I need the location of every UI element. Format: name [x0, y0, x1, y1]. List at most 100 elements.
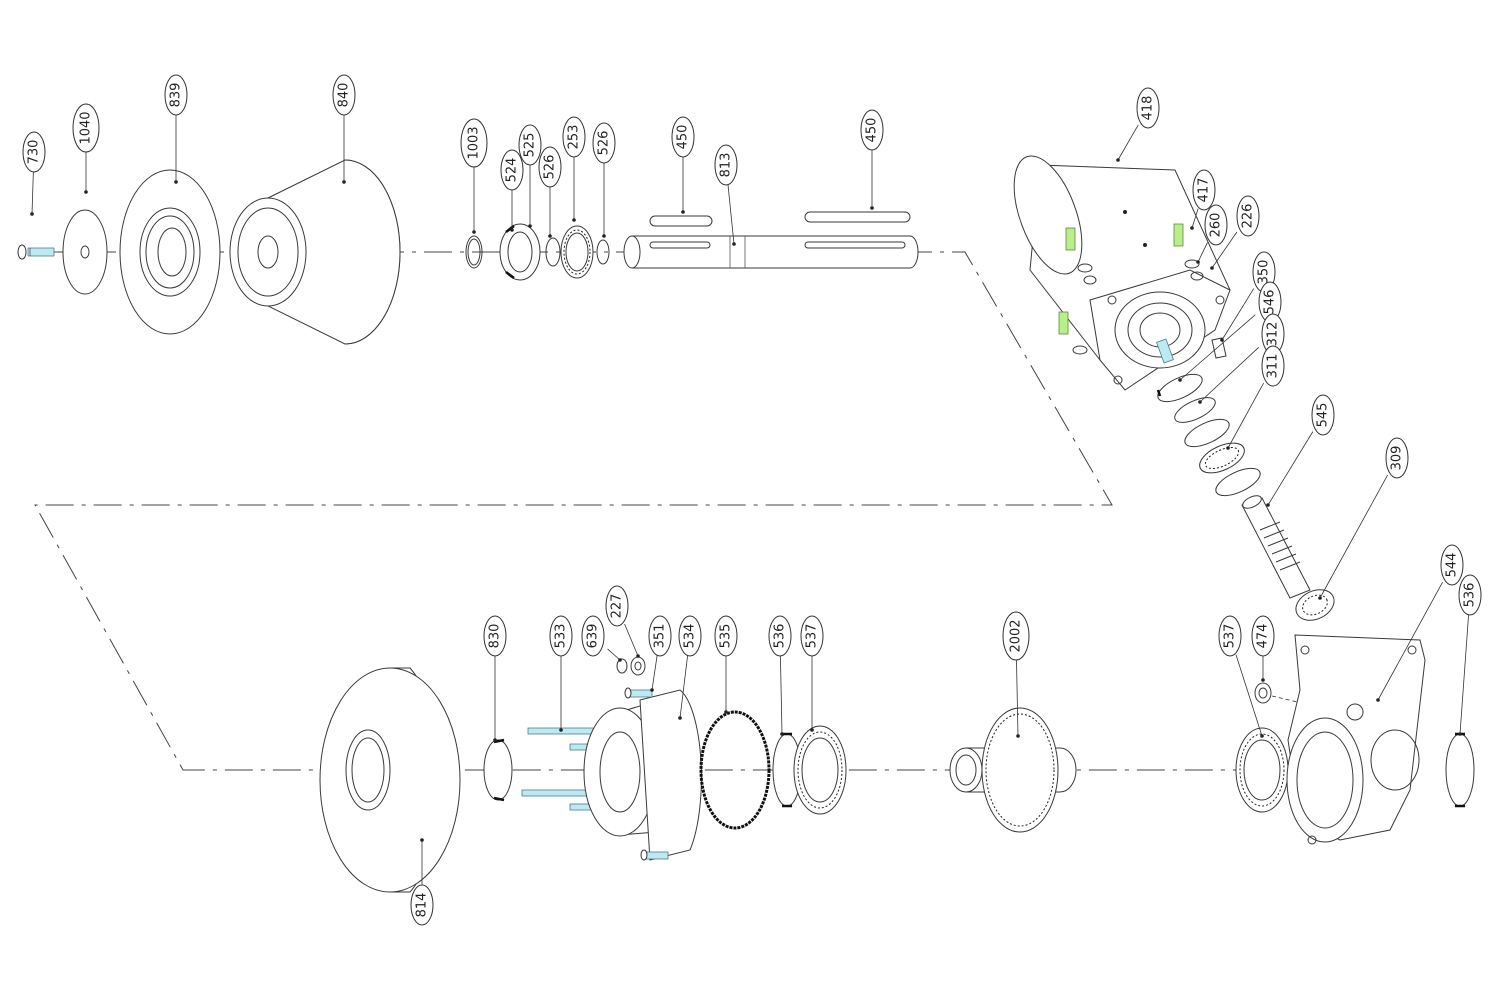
callout-dot: [870, 206, 874, 210]
callout-227: 227: [605, 585, 640, 658]
callout-bubble: [671, 116, 695, 158]
part-730-screw: [17, 244, 55, 260]
callout-474: 474: [1251, 615, 1275, 682]
part-311-thrust: [1184, 418, 1261, 497]
callout-label: 840: [337, 83, 352, 108]
callout-label: 524: [505, 158, 520, 183]
callout-dot: [1261, 678, 1265, 682]
callout-450: 450: [671, 116, 695, 214]
callout-leader: [1235, 654, 1263, 737]
callout-label: 227: [610, 594, 625, 619]
callout-label: 537: [805, 624, 820, 649]
callout-leader: [679, 655, 689, 719]
callout-537: 537: [800, 615, 824, 732]
callout-dot: [342, 180, 346, 184]
callout-bubble: [1458, 574, 1482, 616]
part-309-bearing: [1295, 589, 1335, 621]
callout-leader: [607, 648, 621, 661]
callout-537: 537: [1218, 615, 1264, 738]
callout-label: 526: [597, 131, 612, 156]
callout-leader: [727, 184, 735, 245]
callout-bubble: [22, 131, 46, 173]
callout-dot: [780, 732, 784, 736]
callout-leader: [1459, 614, 1469, 735]
callout-534: 534: [678, 615, 702, 720]
part-312-ring: [1174, 397, 1216, 423]
callout-leader: [1227, 382, 1264, 449]
callout-418: 418: [1116, 87, 1160, 162]
callout-bubble: [714, 615, 738, 657]
callout-526: 526: [592, 122, 616, 238]
callout-dot: [636, 654, 640, 658]
callout-dot: [618, 658, 622, 662]
callout-bubble: [714, 144, 738, 186]
part-526-circlip-b: [596, 239, 610, 265]
part-417-screws: [1058, 223, 1200, 355]
callout-bubble: [1192, 169, 1216, 211]
part-813-shaft: [623, 235, 919, 269]
callout-546: 546: [1178, 281, 1282, 382]
callout-bubble: [1385, 437, 1409, 479]
callout-dot: [1220, 338, 1224, 342]
callout-840: 840: [332, 74, 356, 184]
callout-730: 730: [22, 131, 46, 216]
callout-dot: [650, 688, 654, 692]
callout-label: 814: [415, 893, 430, 918]
callout-dot: [174, 180, 178, 184]
callout-label: 536: [1463, 583, 1478, 608]
callout-526: 526: [538, 146, 562, 238]
callout-bubble: [332, 74, 356, 116]
part-639-washer: [616, 658, 628, 674]
callout-417: 417: [1190, 169, 1216, 230]
callout-bubble: [538, 146, 562, 188]
callout-814: 814: [410, 838, 434, 926]
part-537-bearing-a: [793, 725, 847, 815]
part-814-wheel: [319, 667, 461, 893]
callout-label: 417: [1197, 178, 1212, 203]
part-537-bearing-b: [1235, 727, 1289, 813]
callout-dot: [1196, 260, 1200, 264]
callout-leader: [1267, 431, 1314, 506]
callout-dot: [30, 212, 34, 216]
callout-226: 226: [1210, 195, 1260, 270]
callout-dot: [548, 234, 552, 238]
part-418-motor: [1013, 155, 1231, 391]
callout-dot: [528, 224, 532, 228]
callout-label: 351: [653, 624, 668, 649]
callout-leader: [1199, 346, 1260, 403]
callout-label: 537: [1223, 624, 1238, 649]
callout-leader: [31, 171, 34, 215]
callout-leader: [651, 655, 658, 691]
callout-bubble: [1002, 611, 1030, 661]
callout-bubble: [460, 118, 488, 168]
callout-label: 312: [1266, 322, 1281, 347]
callout-dot: [572, 218, 576, 222]
callout-bubble: [410, 884, 434, 926]
callout-311: 311: [1226, 345, 1285, 450]
callout-dot: [1016, 734, 1020, 738]
callout-bubble: [518, 124, 542, 166]
part-1003-ring: [465, 235, 483, 269]
callout-leader: [1191, 208, 1199, 229]
part-351-screws: [624, 687, 669, 861]
callout-label: 253: [567, 125, 582, 150]
callout-label: 525: [523, 133, 538, 158]
callout-544: 544: [1376, 544, 1464, 702]
callout-bubble: [800, 615, 824, 657]
callout-312: 312: [1198, 313, 1285, 404]
callout-bubble: [500, 149, 524, 191]
part-2002-gear: [949, 707, 1077, 833]
callout-dot: [559, 728, 563, 732]
callout-639: 639: [581, 615, 622, 662]
callout-dot: [1116, 158, 1120, 162]
callout-bubble: [1204, 204, 1228, 246]
callout-label: 1040: [79, 111, 94, 144]
callout-bubble: [1261, 345, 1285, 387]
callout-450: 450: [860, 109, 884, 210]
callout-dot: [1226, 446, 1230, 450]
callout-label: 2002: [1009, 619, 1024, 652]
callout-dot: [1376, 698, 1380, 702]
part-536-seal-b: [1445, 732, 1475, 808]
callout-bubble: [678, 615, 702, 657]
